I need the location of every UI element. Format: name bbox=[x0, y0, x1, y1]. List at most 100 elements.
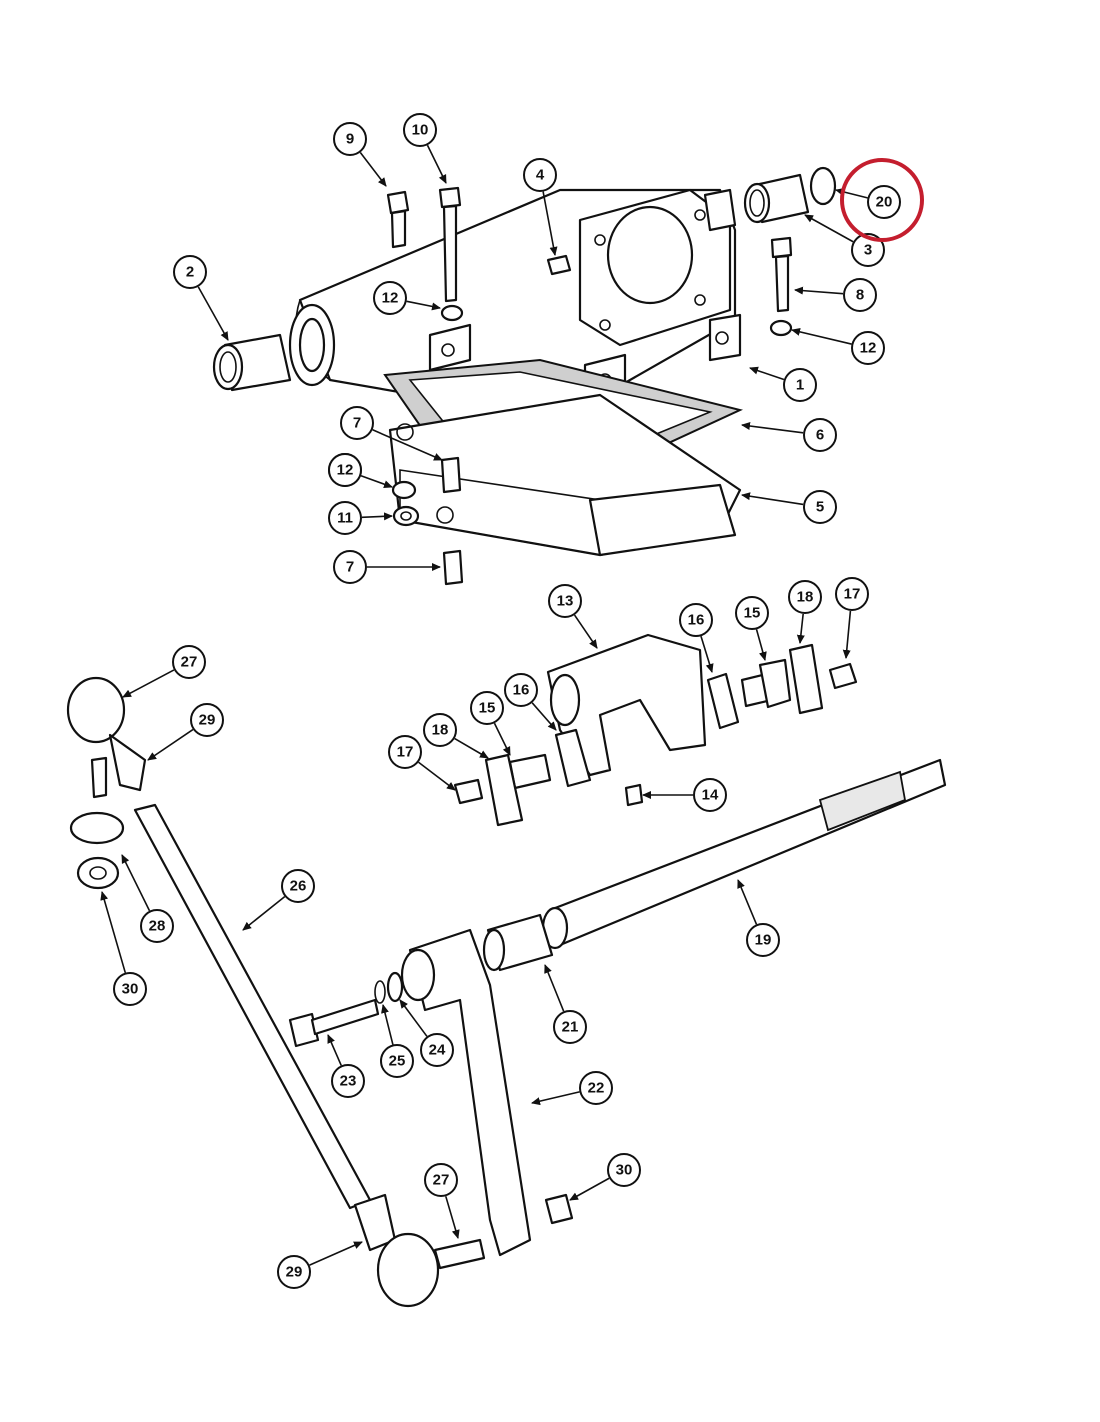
callout-circle bbox=[331, 1064, 365, 1098]
pin-15-right bbox=[740, 658, 792, 709]
callout-leader bbox=[426, 144, 447, 184]
callout-13: 13 bbox=[548, 584, 598, 649]
callout-8: 8 bbox=[794, 278, 877, 312]
callout-label: 16 bbox=[688, 612, 705, 629]
callout-circle bbox=[803, 418, 837, 452]
callout-label: 28 bbox=[149, 918, 166, 935]
bolt-17-left bbox=[453, 778, 484, 805]
steering-housing bbox=[288, 188, 742, 422]
callout-circle bbox=[340, 406, 374, 440]
callout-circle bbox=[113, 972, 147, 1006]
callout-label: 30 bbox=[122, 981, 139, 998]
callout-20: 20 bbox=[835, 185, 901, 219]
callout-circle bbox=[523, 158, 557, 192]
callout-30: 30 bbox=[100, 891, 147, 1006]
callout-circle bbox=[783, 368, 817, 402]
callout-leader bbox=[531, 702, 557, 731]
callout-leader bbox=[542, 191, 558, 256]
callout-leader bbox=[242, 895, 286, 931]
callout-leader bbox=[544, 964, 565, 1012]
callout-leader bbox=[454, 737, 489, 759]
callout-28: 28 bbox=[121, 854, 174, 943]
callout-leader bbox=[749, 366, 785, 381]
callout-29: 29 bbox=[147, 703, 224, 761]
bolt-10 bbox=[438, 186, 462, 303]
highlight-ring bbox=[840, 158, 924, 242]
callout-24: 24 bbox=[399, 999, 454, 1067]
callout-circle bbox=[843, 278, 877, 312]
callout-leader bbox=[700, 636, 714, 673]
callout-15: 15 bbox=[735, 596, 769, 661]
washer-top bbox=[440, 304, 464, 322]
callout-leader bbox=[122, 669, 175, 698]
drag-link-26 bbox=[133, 803, 372, 1210]
callout-18: 18 bbox=[423, 713, 489, 759]
callout-circle bbox=[403, 113, 437, 147]
grease-fitting bbox=[546, 254, 572, 276]
callout-label: 18 bbox=[432, 722, 449, 739]
callout-circle bbox=[328, 453, 362, 487]
callout-label: 27 bbox=[433, 1172, 450, 1189]
callout-27: 27 bbox=[122, 645, 206, 698]
callout-leader bbox=[531, 1091, 580, 1106]
callout-7: 7 bbox=[333, 550, 441, 584]
callout-circle bbox=[548, 584, 582, 618]
callout-2: 2 bbox=[173, 255, 229, 341]
set-screw-14 bbox=[624, 783, 644, 807]
callout-label: 30 bbox=[616, 1162, 633, 1179]
callout-6: 6 bbox=[741, 418, 837, 452]
callout-12: 12 bbox=[373, 281, 441, 315]
callout-label: 8 bbox=[856, 287, 864, 304]
washer-24 bbox=[386, 971, 404, 1003]
callout-26: 26 bbox=[242, 869, 315, 931]
callout-leader bbox=[569, 1177, 610, 1201]
callout-label: 15 bbox=[744, 605, 761, 622]
callout-leader bbox=[372, 429, 443, 461]
callout-label: 4 bbox=[536, 167, 545, 184]
bolt-17-right bbox=[828, 662, 858, 690]
callout-16: 16 bbox=[679, 603, 714, 673]
callout-17: 17 bbox=[388, 735, 456, 791]
callout-circle bbox=[803, 490, 837, 524]
callout-30: 30 bbox=[569, 1153, 641, 1201]
callout-circle bbox=[333, 550, 367, 584]
callout-circle bbox=[388, 735, 422, 769]
callout-leader bbox=[741, 492, 804, 506]
callout-circle bbox=[328, 501, 362, 535]
bushing-right bbox=[743, 173, 810, 224]
callout-label: 26 bbox=[290, 878, 307, 895]
callout-leader bbox=[100, 891, 127, 973]
lock-washer-25 bbox=[374, 980, 386, 1004]
callout-label: 10 bbox=[412, 122, 429, 139]
sleeve-21 bbox=[482, 913, 554, 972]
callout-label: 5 bbox=[816, 499, 824, 516]
callout-leader bbox=[147, 728, 194, 761]
callout-label: 12 bbox=[860, 340, 877, 357]
callout-label: 11 bbox=[337, 510, 353, 527]
callout-circle bbox=[504, 673, 538, 707]
callout-label: 1 bbox=[796, 377, 804, 394]
callout-circle bbox=[424, 1163, 458, 1197]
callout-10: 10 bbox=[403, 113, 447, 184]
nut-30-upper bbox=[76, 856, 120, 890]
callout-label: 21 bbox=[562, 1019, 579, 1036]
callout-label: 17 bbox=[844, 586, 861, 603]
callout-label: 22 bbox=[588, 1080, 605, 1097]
callout-circle bbox=[553, 1010, 587, 1044]
callout-label: 9 bbox=[346, 131, 354, 148]
callout-circle bbox=[607, 1153, 641, 1187]
dowel-upper bbox=[440, 456, 462, 494]
callout-label: 13 bbox=[557, 593, 574, 610]
dowel-lower bbox=[442, 549, 464, 586]
callout-leader bbox=[406, 300, 441, 311]
callout-circle bbox=[470, 691, 504, 725]
callout-circle bbox=[333, 122, 367, 156]
callout-leader bbox=[359, 152, 387, 187]
callout-leader bbox=[327, 1034, 342, 1066]
pin-15-left bbox=[508, 753, 552, 790]
callout-label: 20 bbox=[876, 194, 893, 211]
callout-circle bbox=[380, 1044, 414, 1078]
callout-circle bbox=[693, 778, 727, 812]
bushing-left bbox=[212, 333, 292, 392]
callout-label: 16 bbox=[513, 682, 530, 699]
